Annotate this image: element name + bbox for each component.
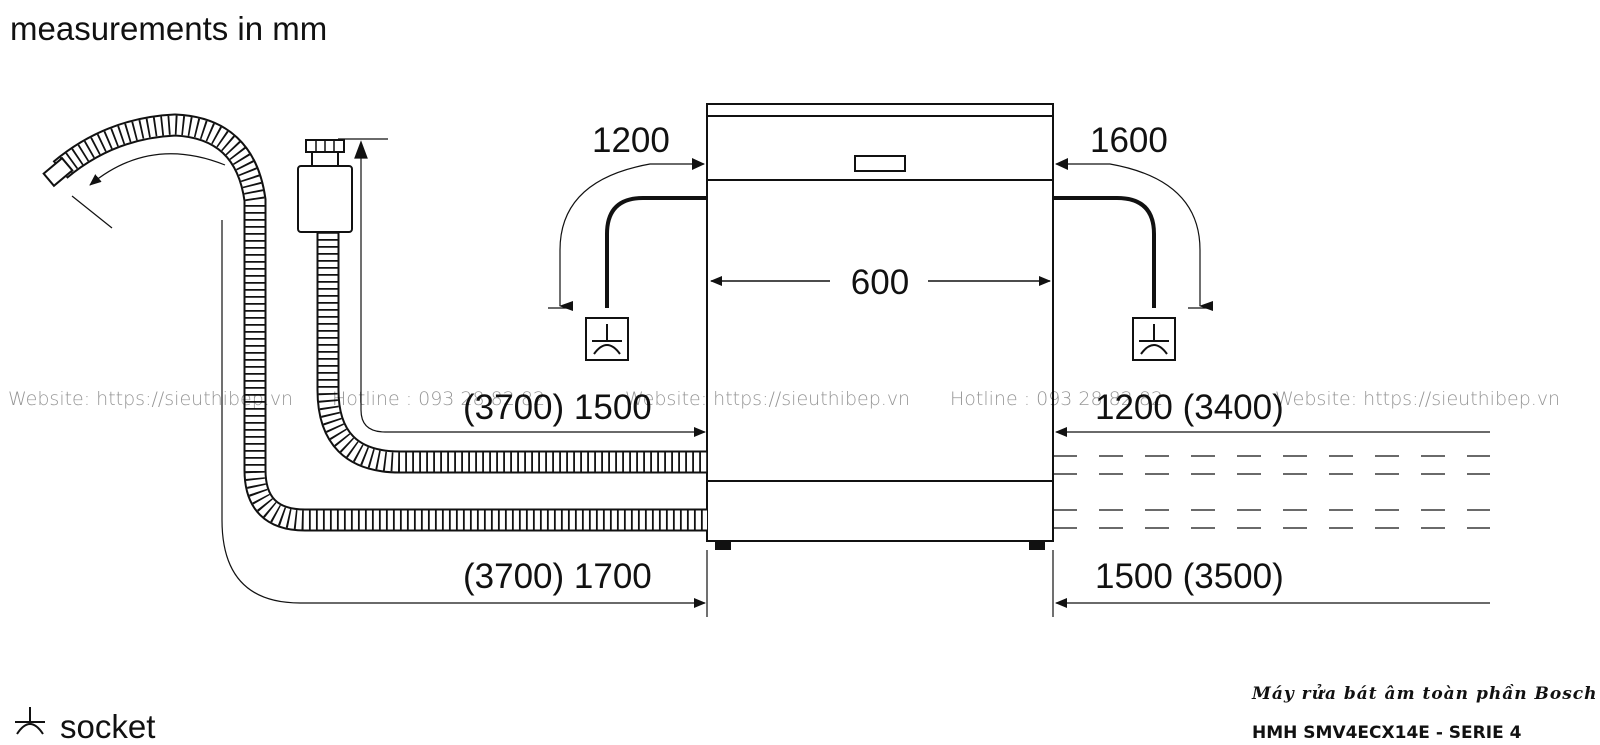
right-middle-dimension: 1200 (3400)	[1095, 388, 1284, 427]
left-middle-dimension: (3700) 1500	[463, 388, 652, 427]
legend-socket-label: socket	[60, 708, 155, 745]
page-title: measurements in mm	[10, 10, 327, 47]
watermark-1: Website: https://sieuthibep.vn	[8, 388, 293, 410]
watermark-2: Hotline : 093 28 82 82	[332, 388, 545, 410]
left-cord-reach-arrow	[559, 163, 704, 311]
left-bottom-dimension: (3700) 1700	[463, 557, 652, 596]
watermark-5: Website: https://sieuthibep.vn	[1275, 388, 1560, 410]
right-power-cord	[1053, 196, 1156, 308]
watermark-3: Website: https://sieuthibep.vn	[625, 388, 910, 410]
left-socket	[585, 317, 629, 361]
right-top-dimension: 1600	[1090, 121, 1168, 160]
caption-model: HMH SMV4ECX14E - SERIE 4	[1252, 723, 1522, 743]
water-inlet-hose	[42, 113, 707, 532]
control-panel-display	[854, 155, 906, 172]
left-cord-arrowhead	[692, 158, 705, 170]
left-power-cord	[605, 196, 707, 308]
right-socket	[1132, 317, 1176, 361]
watermark-4: Hotline : 093 28 82 82	[950, 388, 1163, 410]
width-label: 600	[851, 263, 909, 302]
dishwasher-front-view	[706, 103, 1054, 550]
left-bottom-dimension-line	[221, 220, 706, 608]
right-cord-reach-arrow	[1056, 163, 1213, 311]
drain-height-reference	[338, 138, 706, 437]
drain-hose	[297, 139, 707, 474]
inlet-direction-arrow	[89, 153, 226, 186]
right-bottom-dimension: 1500 (3500)	[1095, 557, 1284, 596]
caption-product-name: Máy rửa bát âm toàn phần Bosch	[1251, 684, 1598, 704]
right-dashed-hose-lines	[1053, 455, 1490, 529]
left-top-dimension: 1200	[592, 121, 670, 160]
right-cord-arrowhead	[1055, 158, 1068, 170]
socket-icon	[15, 707, 45, 735]
